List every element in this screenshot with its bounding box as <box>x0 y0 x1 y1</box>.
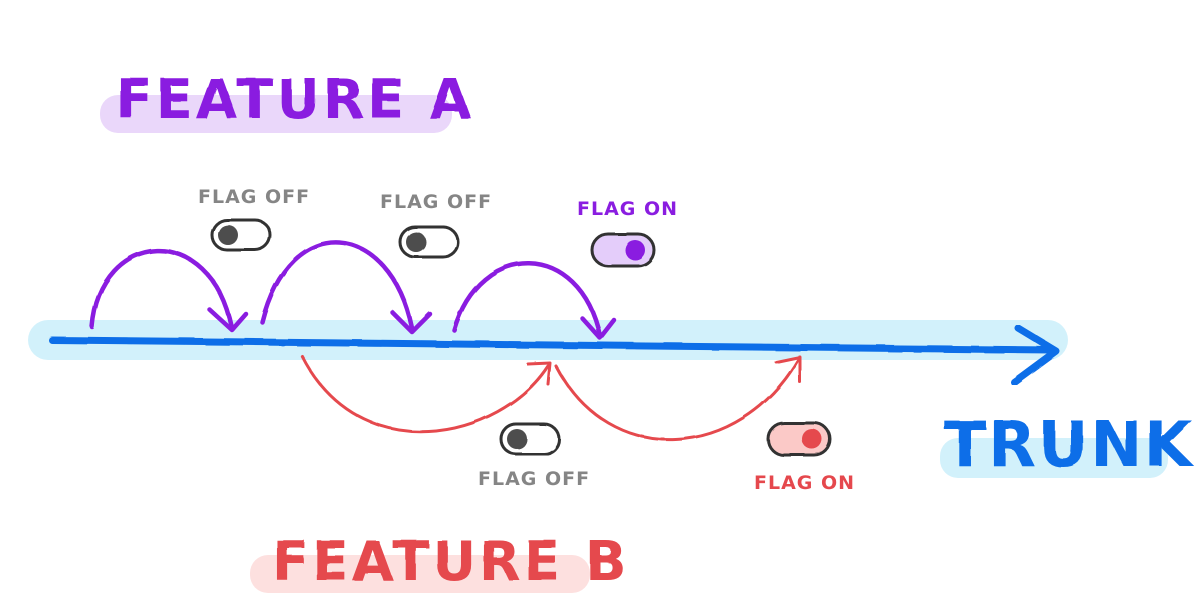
feature-a-arc-2 <box>259 240 415 331</box>
trunk-arrow <box>48 324 1060 386</box>
feature-b-flag-1: FLAG OFF <box>478 422 590 490</box>
feature-a-arc-1-arrowhead <box>207 307 249 333</box>
feature-b-flag-2: FLAG ON <box>754 421 855 494</box>
feature-a-title: FEATURE A <box>100 68 474 133</box>
feature-b-arc-1-arrowhead <box>526 361 552 386</box>
feature-a-flag-3: FLAG ON <box>577 198 678 268</box>
feature-a-arc-3-arrowhead <box>579 315 617 341</box>
trunk-label: TRUNK <box>944 408 1194 481</box>
feature-b-arc-2 <box>554 358 800 441</box>
feature-a-highlight <box>100 95 452 133</box>
flag-label: FLAG OFF <box>198 186 310 208</box>
feature-b-label: FEATURE B <box>272 530 630 593</box>
trunk-title: TRUNK <box>940 408 1194 481</box>
flag-label: FLAG ON <box>754 472 855 494</box>
toggle-switch-off-icon <box>398 225 460 259</box>
feature-b-arc-1 <box>300 354 550 434</box>
toggle-switch-on-icon <box>590 232 656 268</box>
feature-b-commits <box>300 354 802 441</box>
feature-b-highlight <box>250 555 590 593</box>
trunk-line <box>48 336 1056 354</box>
flag-label: FLAG OFF <box>380 191 492 213</box>
feature-a-arc-2-arrowhead <box>389 309 433 335</box>
feature-b-arc-2-arrowhead <box>774 355 802 384</box>
feature-a-flag-1: FLAG OFF <box>198 186 310 252</box>
feature-a-arc-3 <box>451 261 603 339</box>
feature-a-flag-2: FLAG OFF <box>380 191 492 259</box>
toggle-switch-off-icon <box>210 218 272 252</box>
toggle-switch-off-icon <box>499 422 561 456</box>
feature-b-title: FEATURE B <box>250 530 630 593</box>
flag-label: FLAG ON <box>577 198 678 220</box>
trunk-label-highlight <box>940 438 1168 478</box>
feature-a-label: FEATURE A <box>116 68 474 131</box>
toggle-switch-on-icon <box>766 421 832 457</box>
flag-label: FLAG OFF <box>478 468 590 490</box>
trunk-arrowhead <box>1010 324 1060 386</box>
feature-a-arc-1 <box>89 248 235 331</box>
feature-a-commits <box>89 240 617 341</box>
